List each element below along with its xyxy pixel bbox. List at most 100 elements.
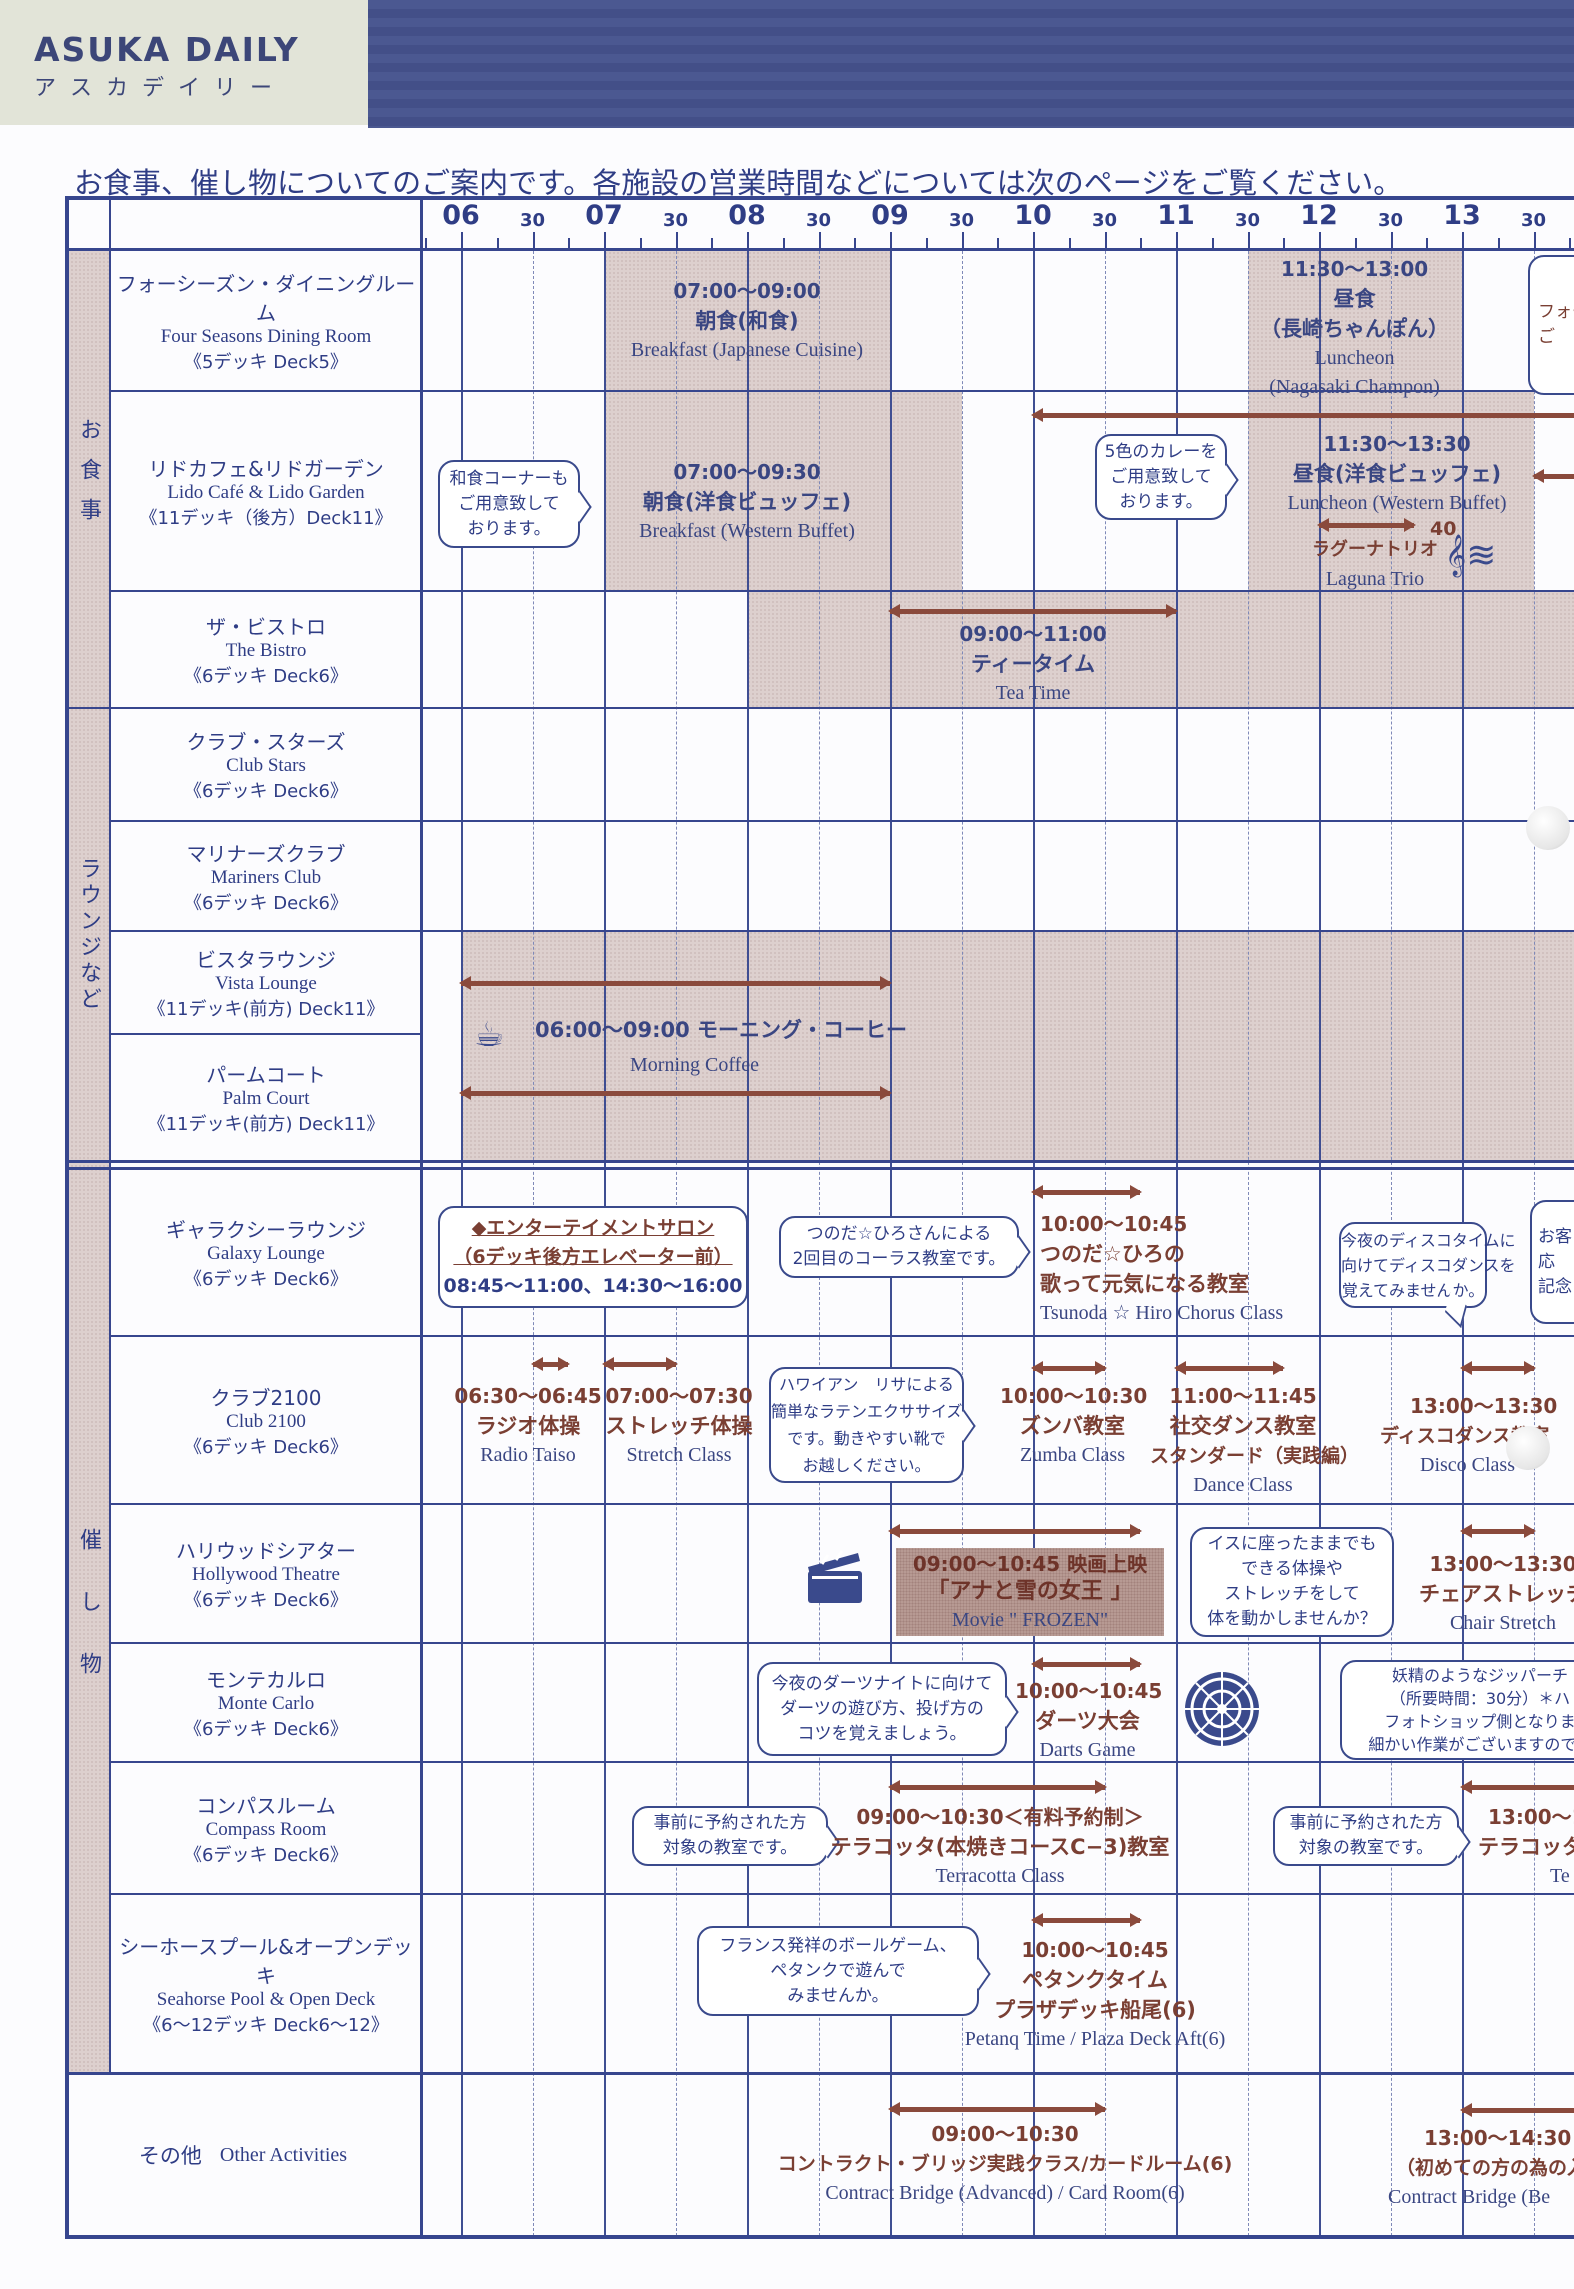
shaded-period xyxy=(461,931,1574,1160)
event-subtitle-en: (Nagasaki Champon) xyxy=(1269,376,1440,398)
time-tick xyxy=(1390,232,1393,248)
time-range-arrow xyxy=(1531,469,1574,483)
time-range-arrow xyxy=(888,604,1178,618)
note-line: お越しください。 xyxy=(802,1456,931,1475)
time-tick xyxy=(425,238,428,248)
category-lounge: ラウンジなど xyxy=(66,708,110,1161)
entertainment-salon-box: ◆エンターテイメントサロン（6デッキ後方エレベーター前）08:45〜11:00、… xyxy=(438,1206,748,1308)
time-tick xyxy=(1497,238,1500,248)
venue-name-en: Lido Café & Lido Garden xyxy=(167,481,365,503)
venue-deck: 《11デッキ(前方) Deck11》 xyxy=(147,999,385,1020)
hour-label: 13 xyxy=(1443,200,1481,231)
hour-label: 06 xyxy=(442,200,480,231)
time-tick xyxy=(1462,232,1464,248)
event-title: 社交ダンス教室 xyxy=(1169,1414,1317,1438)
note-line: イスに座ったままでも xyxy=(1207,1534,1377,1554)
venue-name-jp: シーホースプール&オープンデッキ xyxy=(119,1934,413,1988)
hour-label: 11 xyxy=(1157,200,1195,231)
time-tick xyxy=(1283,238,1286,248)
half-hour-gridline xyxy=(1247,251,1249,2236)
time-range-arrow xyxy=(888,1780,1106,1794)
note-darts: 今夜のダーツナイトに向けてダーツの遊び方、投げ方のコツを覚えましょう。 xyxy=(757,1662,1007,1756)
intro-text: お食事、催し物についてのご案内です。各施設の営業時間などについては次のページをご… xyxy=(74,166,1403,200)
venue-name-en: Palm Court xyxy=(222,1088,310,1109)
event-time: 11:30〜13:00 xyxy=(1280,257,1429,281)
note-line: です。動きやすい靴で xyxy=(787,1429,946,1448)
event-time: 09:00〜10:45 映画上映 xyxy=(912,1552,1148,1576)
note-disco: 今夜のディスコタイムに向けてディスコダンスを覚えてみませんか。 xyxy=(1339,1222,1516,1308)
note-lido-japanese-corner: 和食コーナーもご用意致しております。 xyxy=(438,460,580,548)
time-tick xyxy=(604,232,606,248)
venue-deck: 《6デッキ Deck6》 xyxy=(184,1436,348,1458)
event-title-en: Petanq Time / Plaza Deck Aft(6) xyxy=(964,2028,1226,2050)
punch-hole xyxy=(1526,806,1570,850)
table-left-border xyxy=(65,196,69,2239)
event-title: ラジオ体操 xyxy=(475,1414,581,1438)
event-time: 13:00〜1 xyxy=(1488,1805,1574,1829)
note-line: フランス発祥のボールゲーム、 xyxy=(719,1935,957,1956)
note-line: 対象の教室です。 xyxy=(1298,1838,1434,1858)
time-tick xyxy=(1068,238,1071,248)
note-right-cut: お客応記念 xyxy=(1530,1200,1574,1324)
time-range-arrow xyxy=(1460,1780,1574,1794)
note-line: 向けてディスコダンスを xyxy=(1341,1255,1516,1275)
venue-name-jp: ハリウッドシアター xyxy=(176,1539,356,1563)
half-hour-label: 30 xyxy=(1091,210,1118,231)
hour-gridline xyxy=(747,251,749,2236)
venue-name-en: Club 2100 xyxy=(226,1410,306,1432)
time-range-arrow xyxy=(1030,1913,1143,1927)
event-title-en: Laguna Trio xyxy=(1325,568,1425,590)
time-range-arrow xyxy=(888,2102,1106,2116)
note-line: つのだ☆ひろさんによる xyxy=(806,1224,992,1244)
half-hour-label: 30 xyxy=(1234,210,1261,231)
half-hour-label: 30 xyxy=(1377,210,1404,231)
note-line: ご xyxy=(1538,327,1555,347)
venue-deck: 《11デッキ(前方) Deck11》 xyxy=(147,1114,385,1135)
time-tick xyxy=(997,238,1000,248)
event-title: チェアストレッチ xyxy=(1419,1582,1574,1606)
venue-name-jp: ザ・ビストロ xyxy=(206,615,326,639)
event-title: ダーツ大会 xyxy=(1035,1709,1140,1733)
note-line: 対象の教室です。 xyxy=(662,1838,798,1858)
venue-name-en: The Bistro xyxy=(225,640,307,661)
note-line: ご用意致して xyxy=(458,493,560,514)
time-tick xyxy=(854,238,857,248)
time-tick xyxy=(1211,238,1214,248)
venue-deck: 《6デッキ Deck6》 xyxy=(184,781,348,802)
venue-name-jp: クラブ2100 xyxy=(210,1385,322,1410)
event-subtitle: 歌って元気になる教室 xyxy=(1040,1272,1249,1296)
note-line: 事前に予約された方 xyxy=(653,1813,807,1833)
event-time: 09:00〜10:30＜有料予約制＞ xyxy=(856,1805,1144,1829)
dartboard-icon xyxy=(1180,1668,1262,1750)
venue-name-jp: コンパスルーム xyxy=(196,1793,336,1818)
event-title-en: Zumba Class xyxy=(1020,1444,1125,1466)
note-line: 5色のカレーを xyxy=(1104,441,1218,462)
time-range-arrow xyxy=(1173,1361,1286,1375)
event-title: （初めての方の為の入 xyxy=(1396,2157,1574,2179)
time-tick xyxy=(675,232,678,248)
event-title: ティータイム xyxy=(970,652,1096,676)
salon-location: （6デッキ後方エレベーター前） xyxy=(453,1245,733,1268)
venue-divider xyxy=(420,196,423,2239)
time-tick xyxy=(890,232,892,248)
event-time: 10:00〜10:45 xyxy=(1021,1938,1169,1962)
time-tick xyxy=(1426,238,1429,248)
time-range-arrow xyxy=(459,1086,892,1100)
section-divider xyxy=(66,1160,1574,1163)
note-terracotta: 事前に予約された方対象の教室です。 xyxy=(632,1806,828,1866)
venue-deck: 《6デッキ Deck6》 xyxy=(184,666,348,687)
venue-name-jp: フォーシーズン・ダイニングルーム xyxy=(116,271,416,325)
event-time: 10:00〜10:30 xyxy=(1000,1384,1148,1408)
event-terracotta-afternoon: 13:00〜1テラコッタ(Te xyxy=(1478,1803,1574,1891)
event-title: 朝食(和食) xyxy=(695,309,799,333)
